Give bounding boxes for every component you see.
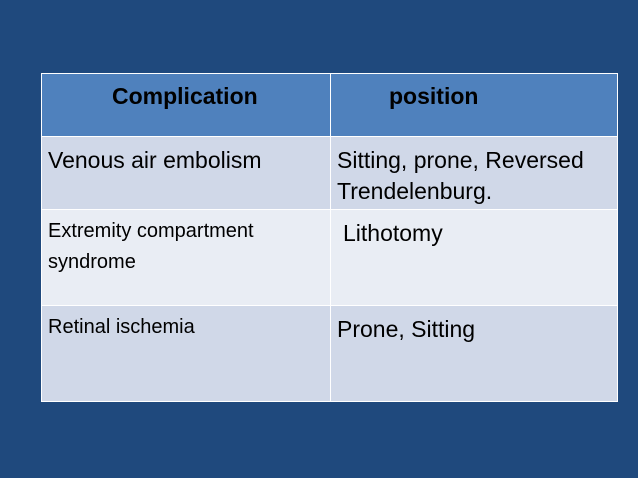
header-position: position <box>330 73 618 137</box>
complication-cell: Extremity compartment syndrome <box>41 209 331 306</box>
complications-table: Complication position Venous air embolis… <box>41 73 618 402</box>
table-row: Extremity compartment syndrome Lithotomy <box>41 209 618 306</box>
table-header-row: Complication position <box>41 73 618 137</box>
position-cell: Prone, Sitting <box>330 305 618 402</box>
complication-cell: Retinal ischemia <box>41 305 331 402</box>
position-cell: Sitting, prone, Reversed Trendelenburg. <box>330 136 618 210</box>
complication-cell: Venous air embolism <box>41 136 331 210</box>
header-complication: Complication <box>41 73 331 137</box>
position-cell: Lithotomy <box>330 209 618 306</box>
table-row: Venous air embolism Sitting, prone, Reve… <box>41 136 618 210</box>
table-row: Retinal ischemia Prone, Sitting <box>41 305 618 402</box>
